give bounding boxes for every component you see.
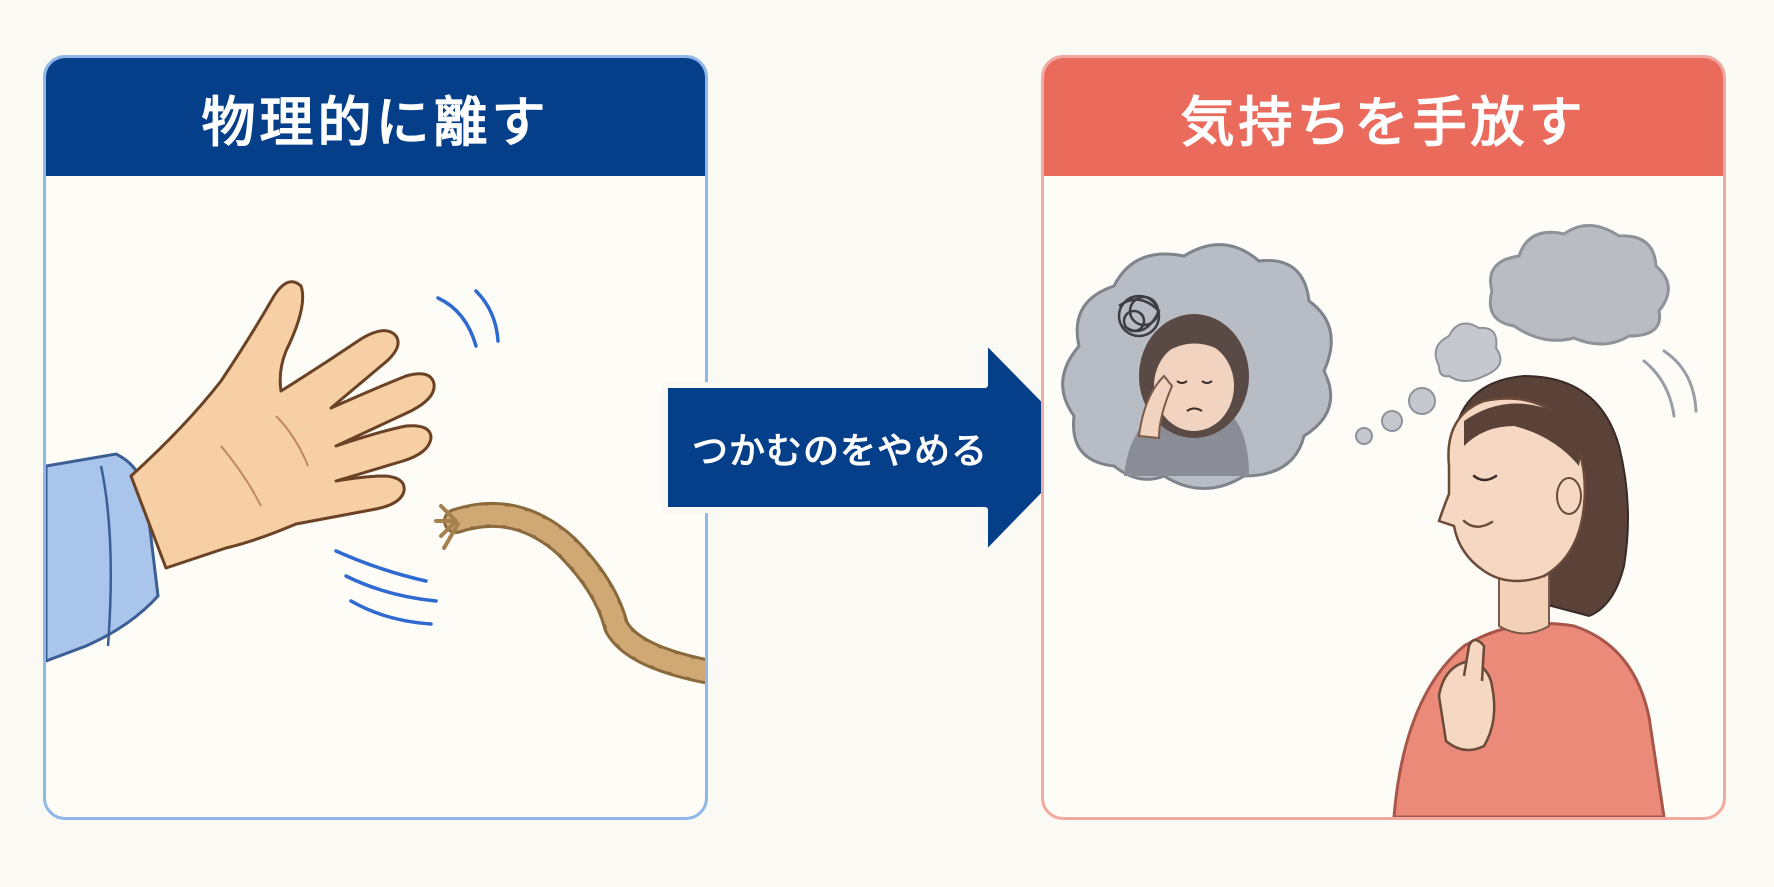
arrow-shape	[662, 340, 1093, 558]
right-panel-title: 気持ちを手放す	[1180, 90, 1587, 154]
tangled-scribble-icon	[1117, 294, 1161, 338]
small-cloud-icon	[1488, 224, 1698, 418]
center-arrow: つかむのをやめる	[655, 340, 1095, 560]
right-panel-header: 気持ちを手放す	[1044, 58, 1723, 176]
left-illustration-svg	[46, 280, 705, 684]
motion-lines-icon	[334, 289, 500, 626]
calm-woman-icon	[1392, 374, 1666, 817]
worried-thought-cloud-icon	[1061, 243, 1333, 490]
rope-icon	[434, 501, 705, 684]
right-panel-illustration	[1044, 176, 1723, 817]
open-hand-icon	[129, 280, 436, 570]
left-panel-title: 物理的に離す	[201, 90, 550, 154]
right-panel: 気持ちを手放す	[1041, 55, 1726, 820]
left-panel-illustration	[46, 176, 705, 817]
left-panel-header: 物理的に離す	[46, 58, 705, 176]
right-illustration-svg	[1061, 224, 1698, 817]
arrow-label: つかむのをやめる	[691, 431, 988, 472]
thought-bubbles-icon	[1355, 322, 1502, 445]
left-panel: 物理的に離す	[43, 55, 708, 820]
sleeve-icon	[46, 452, 160, 663]
worried-woman-icon	[1124, 314, 1249, 476]
